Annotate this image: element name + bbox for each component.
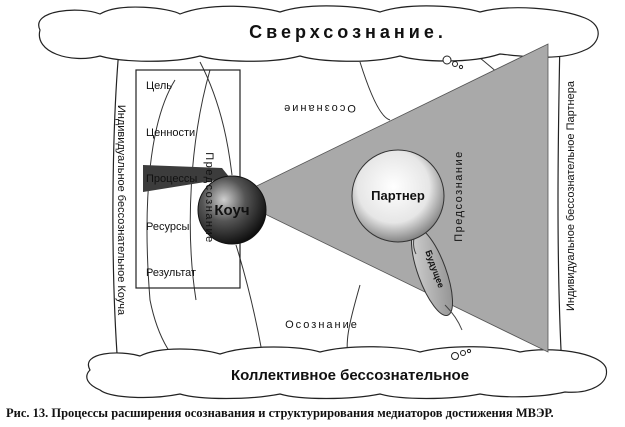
bottom-cloud-label: Коллективное бессознательное bbox=[231, 367, 469, 384]
level-item-resources: Ресурсы bbox=[146, 221, 189, 233]
preconscious-right-label: Предсознание bbox=[453, 150, 465, 242]
outer-frame bbox=[112, 37, 563, 371]
coach-label: Коуч bbox=[214, 202, 249, 219]
figure-caption: Рис. 13. Процессы расширения осознавания… bbox=[6, 406, 554, 420]
awareness-top-label: Осознание bbox=[282, 102, 356, 114]
level-item-goal: Цель bbox=[146, 80, 172, 92]
bottom-cloud bbox=[86, 346, 608, 400]
partner-label: Партнер bbox=[371, 188, 425, 203]
coach-sphere bbox=[197, 175, 267, 245]
left-vertical-label: Индивидуальное бессознательное Коуча bbox=[115, 105, 127, 316]
preconscious-left-label: Предсознание bbox=[203, 152, 215, 244]
top-cloud bbox=[38, 5, 599, 70]
partner-sphere bbox=[351, 149, 445, 243]
level-item-values: Ценности bbox=[146, 127, 195, 139]
right-vertical-label: Индивидуальное бессознательное Партнера bbox=[565, 80, 577, 311]
level-item-result: Результат bbox=[146, 267, 196, 279]
level-item-processes: Процессы bbox=[146, 173, 197, 185]
awareness-bottom-label: Осознание bbox=[285, 319, 359, 331]
process-wedge bbox=[143, 165, 230, 192]
top-cloud-label: Сверхсознание. bbox=[249, 22, 447, 42]
